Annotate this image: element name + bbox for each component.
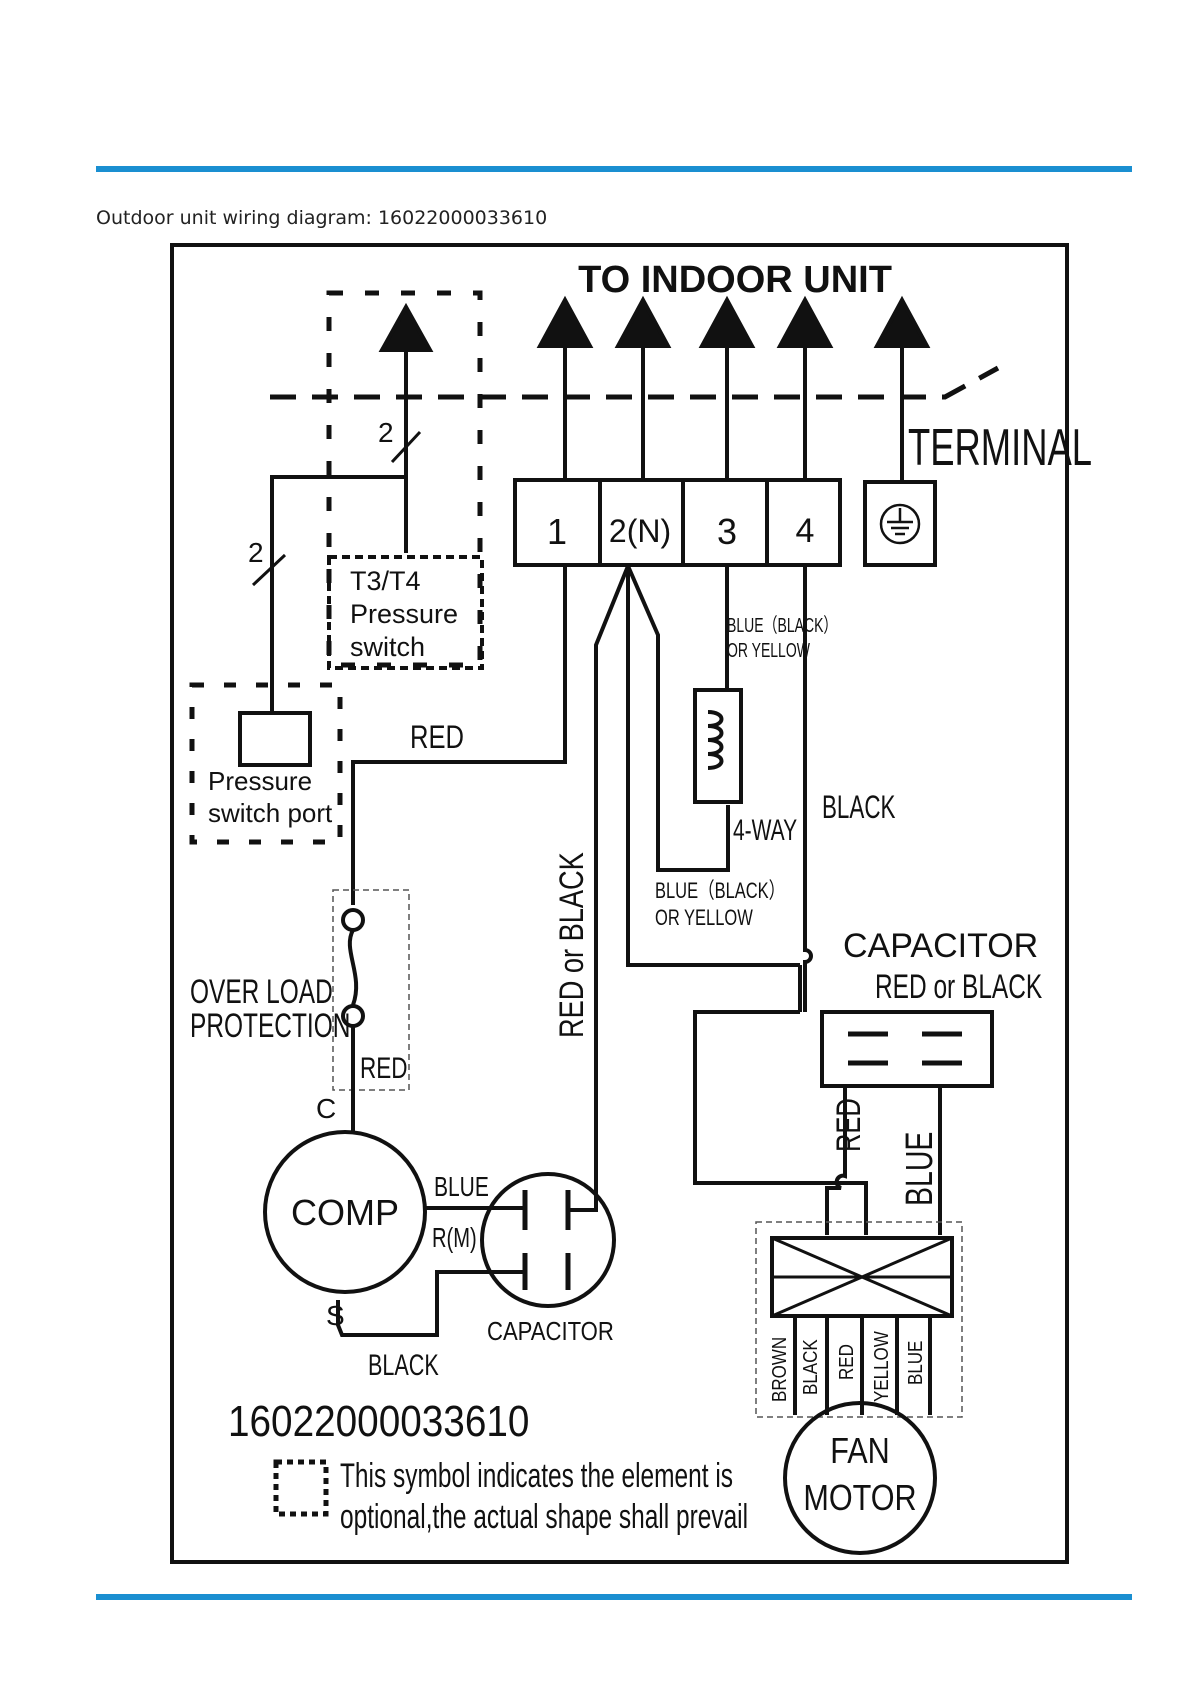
four-way-wire-loop [626, 565, 730, 872]
label-four-way: 4-WAY [733, 815, 797, 847]
terminal-1: 1 [547, 511, 567, 552]
t3t4-pressure-switch [327, 555, 484, 670]
label-bby-bottom-line1: BLUE（BLACK） [655, 879, 785, 904]
t3t4-optional-region [326, 290, 483, 668]
fan-capacitor-plates-icon [848, 1031, 962, 1066]
arrow-t3t4-icon [378, 302, 434, 352]
black-wire-fan [693, 1010, 868, 1235]
wire-count-top: 2 [378, 417, 394, 448]
capacitor-fan-color: RED or BLACK [875, 968, 1042, 1006]
lead-red: RED [835, 1344, 858, 1380]
compressor-capacitor [480, 1172, 616, 1308]
part-number: 16022000033610 [228, 1396, 529, 1446]
label-red-or-black-left: RED or BLACK [552, 852, 591, 1038]
slash-mark-top [390, 430, 422, 464]
lead-blue: BLUE [904, 1341, 927, 1385]
lead-brown: BROWN [768, 1337, 791, 1402]
t3t4-label-line3: switch [350, 632, 425, 662]
pressure-port-optional-region [189, 682, 343, 845]
fan-leads [793, 1316, 932, 1415]
capacitor-fan-label: CAPACITOR [843, 927, 1038, 965]
title-to-indoor-unit: TO INDOOR UNIT [578, 259, 892, 301]
label-black-right: BLACK [822, 789, 896, 825]
arrow-4-icon [776, 295, 834, 348]
ground-terminal [863, 480, 937, 567]
overload-label-line2: PROTECTION [190, 1007, 350, 1045]
legend-note-line2: optional,the actual shape shall prevail [340, 1498, 748, 1536]
fan-motor-label-line1: FAN [830, 1432, 889, 1472]
label-red-overload: RED [360, 1051, 407, 1085]
overload-label-line1: OVER LOAD [190, 973, 333, 1011]
lead-black: BLACK [799, 1339, 822, 1395]
pressure-switch-port-block [238, 711, 312, 767]
comp-terminal-s: S [326, 1300, 345, 1331]
label-red-top: RED [410, 720, 464, 755]
red-wire-fan [825, 1086, 847, 1235]
arrow-2-icon [614, 295, 672, 348]
optional-symbol-icon [273, 1459, 329, 1517]
arrows [378, 295, 931, 553]
label-blue-comp: BLUE [434, 1172, 489, 1203]
slash-mark-left [251, 553, 287, 587]
arrow-1-icon [536, 295, 594, 348]
terminal-4: 4 [796, 512, 815, 550]
comp-label: COMP [291, 1192, 399, 1233]
label-black-bottom: BLACK [368, 1347, 439, 1381]
t3t4-label-line1: T3/T4 [350, 566, 421, 596]
label-bby-top-line1: BLUE（BLACK） [727, 613, 837, 636]
terminal-3: 3 [717, 511, 737, 552]
wire-2n-to-fan-capacitor [626, 566, 800, 967]
overload-optional-region [332, 889, 410, 1091]
capacitor-comp-label: CAPACITOR [487, 1317, 614, 1346]
fan-motor [783, 1401, 937, 1555]
label-red-fan: RED [831, 1098, 868, 1152]
bottom-rule [96, 1594, 1132, 1600]
pressure-port-label-line2: switch port [208, 798, 333, 828]
page-caption: Outdoor unit wiring diagram: 16022000033… [96, 207, 548, 229]
red-wire-terminal-1 [351, 565, 567, 905]
wire-count-left: 2 [248, 537, 264, 568]
arrow-3-icon [698, 295, 756, 348]
four-way-valve [693, 688, 743, 804]
capacitor-plates-icon [522, 1190, 571, 1290]
t3t4-label-line2: Pressure [350, 599, 458, 629]
label-blue-fan: BLUE [899, 1132, 941, 1206]
black-wire-terminal-4 [803, 565, 813, 1012]
pressure-port-wire [270, 475, 406, 713]
fan-capacitor [820, 1010, 994, 1088]
label-bby-top-line2: OR YELLOW [727, 638, 811, 661]
label-rm: R(M) [432, 1223, 477, 1254]
terminal-2n: 2(N) [609, 513, 671, 549]
terminal-block: 1 2(N) 3 4 [513, 478, 937, 567]
black-wire-bottom [336, 1270, 525, 1337]
terminal-label: TERMINAL [908, 417, 1092, 476]
compressor [263, 1130, 427, 1294]
fan-motor-label-line2: MOTOR [803, 1479, 916, 1519]
comp-terminal-c: C [316, 1093, 336, 1124]
lead-yellow: YELLOW [870, 1331, 893, 1402]
red-or-black-wire [568, 565, 630, 1212]
legend-note-line1: This symbol indicates the element is [340, 1457, 733, 1495]
connector-pattern-icon [771, 1236, 953, 1318]
label-bby-bottom-line2: OR YELLOW [655, 906, 753, 931]
ground-icon [879, 503, 921, 545]
overload-fuse-icon [341, 908, 365, 1028]
top-rule [96, 166, 1132, 172]
diagram-frame [170, 243, 1069, 1564]
arrow-ground-icon [873, 295, 931, 348]
terminal-boundary-line [270, 365, 1000, 400]
fan-connector-optional-region [755, 1221, 963, 1418]
pressure-port-label-line1: Pressure [208, 766, 312, 796]
coil-icon [707, 710, 724, 770]
